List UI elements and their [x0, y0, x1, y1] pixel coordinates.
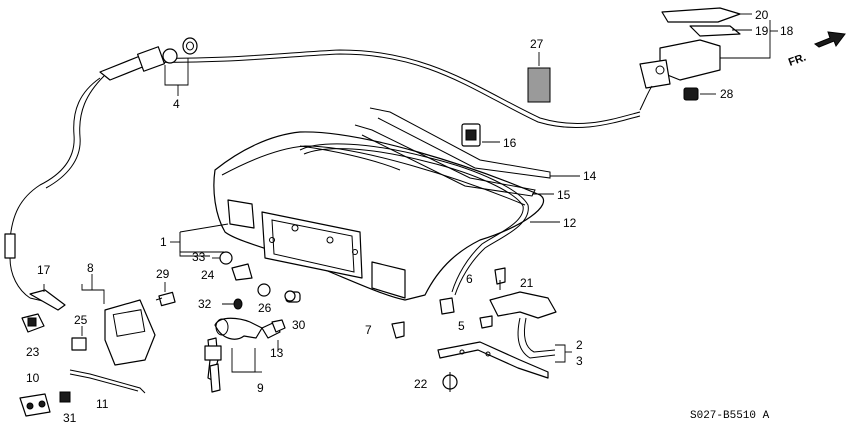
label-10: 10: [26, 371, 40, 385]
label-5: 5: [458, 319, 465, 333]
label-18: 18: [780, 24, 794, 38]
label-22: 22: [414, 377, 428, 391]
small-fasteners: [155, 232, 253, 310]
label-7: 7: [365, 323, 372, 337]
weatherstrip-part-12: [299, 143, 529, 296]
label-4: 4: [173, 97, 180, 111]
trunk-lid-part-1: [213, 131, 545, 301]
label-28: 28: [720, 87, 734, 101]
pad-part-27: [527, 52, 551, 103]
label-12: 12: [563, 216, 577, 230]
label-3: 3: [576, 354, 583, 368]
torsion-bars: [354, 107, 551, 197]
label-6: 6: [466, 272, 473, 286]
hinge-assembly: [391, 267, 572, 392]
label-31: 31: [63, 411, 77, 425]
label-9: 9: [257, 381, 264, 395]
label-30: 30: [292, 318, 306, 332]
label-16: 16: [503, 136, 517, 150]
release-assembly: [639, 7, 778, 111]
label-8: 8: [87, 261, 94, 275]
label-2: 2: [576, 338, 583, 352]
latch-area: [19, 274, 156, 417]
label-32: 32: [198, 297, 212, 311]
front-direction-label: FR.: [787, 51, 808, 68]
label-11: 11: [96, 397, 109, 411]
lock-cylinder-part-4: [99, 37, 198, 96]
opener-cable: [4, 49, 641, 306]
label-21: 21: [520, 276, 534, 290]
label-15: 15: [557, 188, 571, 202]
label-26: 26: [258, 301, 272, 315]
label-20: 20: [755, 8, 769, 22]
label-19: 19: [755, 24, 769, 38]
label-23: 23: [26, 345, 40, 359]
diagram-code: S027-B5510 A: [690, 410, 770, 422]
label-17: 17: [37, 263, 51, 277]
bumper-part-16: [461, 123, 500, 147]
front-arrow-icon: [813, 31, 846, 48]
leader-lines: [170, 175, 580, 253]
label-27: 27: [530, 37, 544, 51]
label-25: 25: [74, 313, 88, 327]
trunk-lock-part-9: [204, 283, 301, 393]
bolt-part-28: [683, 87, 716, 101]
label-14: 14: [583, 169, 597, 183]
label-24: 24: [201, 268, 215, 282]
label-29: 29: [156, 267, 170, 281]
label-33: 33: [192, 250, 206, 264]
label-13: 13: [270, 346, 284, 360]
label-1: 1: [160, 235, 167, 249]
